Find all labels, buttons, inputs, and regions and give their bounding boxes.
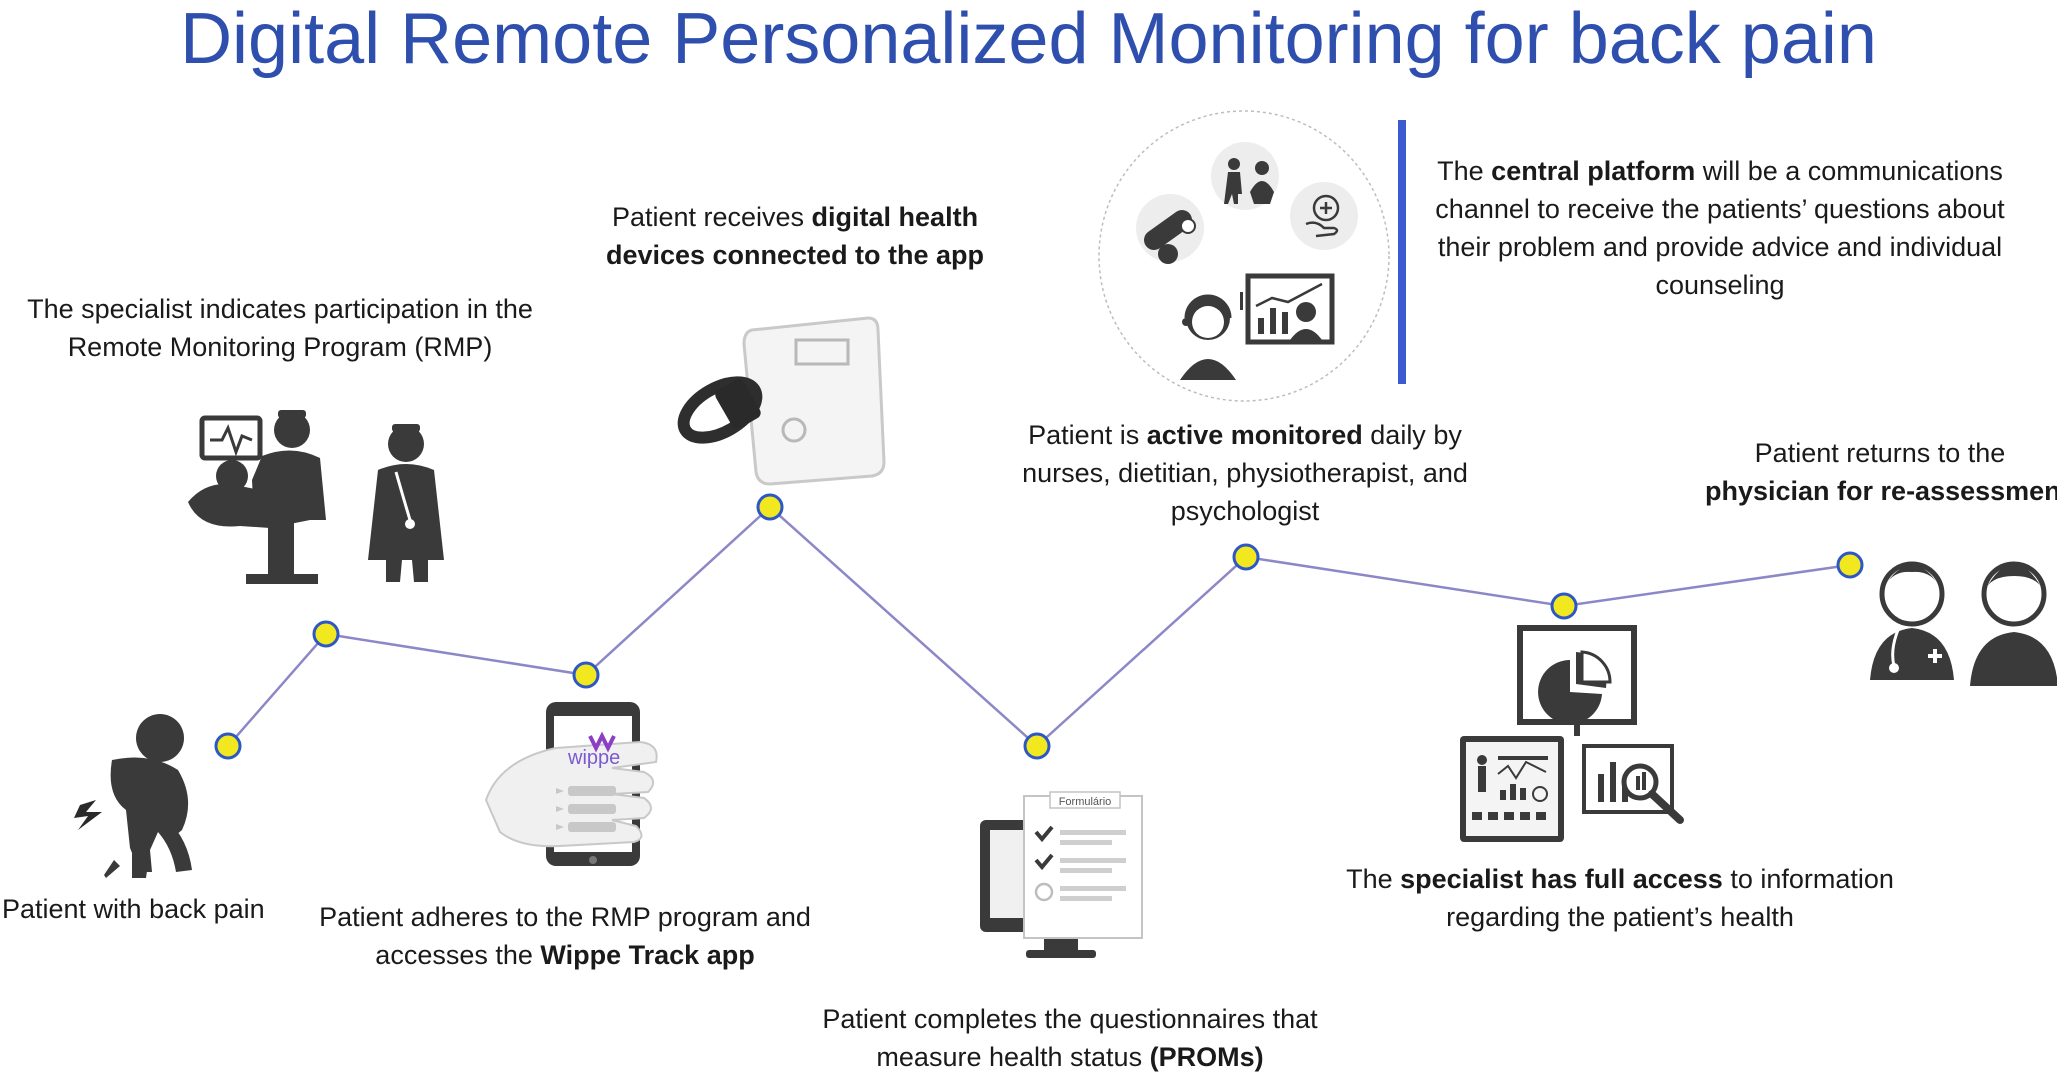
caption-run: Patient receives: [611, 202, 812, 232]
caption-devices: Patient receives digital health devices c…: [560, 198, 1030, 274]
caption-specialist-indicates: The specialist indicates participation i…: [10, 290, 550, 366]
journey-connector-line: [227, 505, 1851, 748]
caption-run: Patient with back pain: [2, 894, 265, 924]
caption-specialist-access: The specialist has full access to inform…: [1340, 860, 1900, 936]
doctor-patient-exam-icon: [188, 410, 444, 584]
app-logo-text: wippe: [567, 747, 620, 769]
node-back-pain: [214, 732, 242, 760]
caption-line: Patient is active monitored daily by: [1010, 416, 1480, 454]
caption-run: Patient returns to the: [1754, 438, 2006, 468]
node-active-monitoring: [1232, 543, 1260, 571]
smartphone-app-icon: [484, 702, 658, 866]
caption-run: The: [1437, 156, 1492, 186]
caption-run: their problem and provide advice and ind…: [1437, 232, 2003, 262]
node-re-assessment: [1836, 551, 1864, 579]
caption-run: will be a communications: [1695, 156, 2003, 186]
caption-questionnaires: Patient completes the questionnaires tha…: [810, 1000, 1330, 1076]
node-specialist-indicates: [312, 620, 340, 648]
caption-line: Patient receives digital health: [560, 198, 1030, 236]
caption-line: Patient returns to the: [1705, 434, 2055, 472]
caption-active-monitoring: Patient is active monitored daily by nurs…: [1010, 416, 1480, 530]
caption-run: to information: [1722, 864, 1894, 894]
caption-line: The specialist indicates participation i…: [10, 290, 550, 328]
caption-line: Patient completes the questionnaires tha…: [810, 1000, 1330, 1038]
caption-bold-run: Wippe Track app: [540, 940, 755, 970]
caption-bold-run: (PROMs): [1149, 1042, 1264, 1072]
back-pain-person-icon: [74, 714, 192, 878]
caption-line: psychologist: [1010, 492, 1480, 530]
caption-adheres-app: Patient adheres to the RMP program and ac…: [310, 898, 820, 974]
caption-run: nurses, dietitian, physiotherapist, and: [1022, 458, 1468, 488]
caption-run: regarding the patient’s health: [1446, 902, 1794, 932]
form-label-text: Formulário: [1059, 796, 1112, 808]
caption-run: Remote Monitoring Program (RMP): [67, 332, 493, 362]
caption-bold-run: digital health: [811, 202, 979, 232]
caption-run: counseling: [1655, 270, 1785, 300]
care-team-circle-icon: [1098, 110, 1390, 402]
node-devices: [756, 493, 784, 521]
monitor-questionnaire-icon: [980, 791, 1143, 958]
caption-line: nurses, dietitian, physiotherapist, and: [1010, 454, 1480, 492]
caption-line: devices connected to the app: [560, 236, 1030, 274]
caption-line: their problem and provide advice and ind…: [1420, 228, 2020, 266]
caption-run: measure health status: [876, 1042, 1150, 1072]
caption-bold-run: active monitored: [1146, 420, 1363, 450]
node-questionnaires: [1023, 732, 1051, 760]
caption-line: regarding the patient’s health: [1340, 898, 1900, 936]
caption-line: channel to receive the patients’ questio…: [1420, 190, 2020, 228]
caption-run: Patient adheres to the RMP program and: [319, 902, 811, 932]
caption-line: physician for re-assessment: [1705, 472, 2057, 510]
caption-run: Patient completes the questionnaires tha…: [822, 1004, 1318, 1034]
caption-run: psychologist: [1170, 496, 1320, 526]
caption-line: The central platform will be a communica…: [1420, 152, 2020, 190]
central-platform-divider: [1398, 120, 1406, 384]
physician-and-patient-icon: [1870, 561, 2057, 686]
caption-run: channel to receive the patients’ questio…: [1435, 194, 2005, 224]
caption-bold-run: specialist has full access: [1400, 864, 1723, 894]
caption-line: Patient with back pain: [2, 890, 272, 928]
caption-line: Patient adheres to the RMP program and: [310, 898, 820, 936]
caption-re-assessment: Patient returns to the physician for re-a…: [1705, 434, 2057, 510]
caption-central-platform: The central platform will be a communica…: [1420, 152, 2020, 304]
caption-run: The specialist indicates participation i…: [27, 294, 533, 324]
caption-back-pain: Patient with back pain: [2, 890, 272, 928]
caption-line: Remote Monitoring Program (RMP): [10, 328, 550, 366]
caption-line: measure health status (PROMs): [810, 1038, 1330, 1076]
analytics-dashboard-icon: [1460, 625, 1684, 842]
caption-run: accesses the: [375, 940, 541, 970]
caption-bold-run: physician for re-assessment: [1705, 476, 2057, 506]
page-title: Digital Remote Personalized Monitoring f…: [180, 0, 1877, 79]
caption-line: accesses the Wippe Track app: [310, 936, 820, 974]
node-adheres-app: [572, 661, 600, 689]
journey-nodes: [214, 493, 1864, 760]
node-specialist-access: [1550, 592, 1578, 620]
caption-bold-run: devices connected to the app: [605, 240, 985, 270]
wearable-and-scale-icon: [677, 316, 886, 486]
caption-bold-run: central platform: [1491, 156, 1696, 186]
caption-line: counseling: [1420, 266, 2020, 304]
caption-run: daily by: [1362, 420, 1462, 450]
caption-line: The specialist has full access to inform…: [1340, 860, 1900, 898]
caption-run: The: [1346, 864, 1401, 894]
caption-run: Patient is: [1028, 420, 1147, 450]
